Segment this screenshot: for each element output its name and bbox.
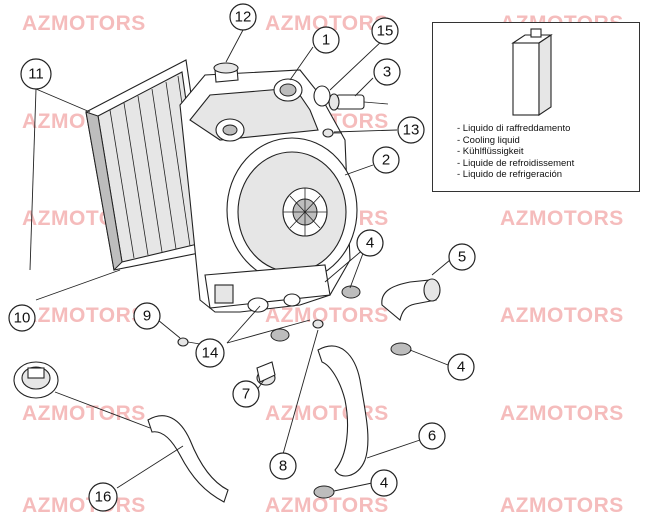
- svg-text:15: 15: [377, 23, 394, 40]
- svg-text:8: 8: [279, 458, 287, 475]
- callout-8: 8: [269, 452, 297, 480]
- svg-text:4: 4: [366, 235, 374, 252]
- callout-5: 5: [448, 243, 476, 271]
- svg-text:4: 4: [380, 475, 388, 492]
- callout-10: 10: [8, 304, 36, 332]
- coolant-bottle-icon: [511, 28, 553, 117]
- svg-text:11: 11: [28, 66, 44, 83]
- callout-15: 15: [371, 17, 399, 45]
- callout-16: 16: [88, 482, 118, 512]
- svg-text:9: 9: [143, 308, 151, 325]
- watermark: AZMOTORS: [500, 494, 624, 517]
- radiator-cap: [13, 361, 59, 399]
- legend-item: - Liquido di raffreddamento: [457, 123, 571, 134]
- watermark: AZMOTORS: [265, 494, 389, 517]
- callout-12: 12: [229, 3, 257, 31]
- svg-text:5: 5: [458, 249, 466, 266]
- callout-4: 4: [447, 353, 475, 381]
- callout-6: 6: [418, 422, 446, 450]
- callout-3: 3: [373, 58, 401, 86]
- legend-item: - Cooling liquid: [457, 134, 520, 146]
- legend-item: - Kühlflüssigkeit: [457, 146, 524, 157]
- watermark: AZMOTORS: [22, 304, 146, 327]
- legend-item: - Liquido de refrigeración: [457, 169, 563, 180]
- callout-1: 1: [312, 26, 340, 54]
- bolt: [312, 319, 324, 329]
- callout-labels: 1 2 3 4 5 4 6 4 7 8 9 10 11 12 13 14 15 …: [8, 3, 476, 512]
- o-ring: [313, 85, 331, 107]
- svg-text:2: 2: [382, 152, 390, 169]
- callout-2: 2: [372, 146, 400, 174]
- thermo-switch: [328, 93, 389, 111]
- svg-text:4: 4: [457, 359, 465, 376]
- hose-6: [317, 345, 369, 477]
- svg-text:13: 13: [403, 122, 420, 139]
- leader-lines: [29, 29, 451, 492]
- watermark: AZMOTORS: [22, 494, 146, 517]
- watermark: AZMOTORS: [22, 402, 146, 425]
- svg-text:6: 6: [428, 428, 436, 445]
- svg-text:14: 14: [202, 345, 219, 362]
- svg-text:3: 3: [383, 64, 391, 81]
- svg-text:10: 10: [14, 310, 31, 327]
- svg-text:12: 12: [235, 9, 252, 26]
- callout-11: 11: [20, 58, 52, 90]
- callout-9: 9: [133, 302, 161, 330]
- hose-clamp: [270, 285, 412, 499]
- callout-14: 14: [195, 338, 225, 368]
- bolt: [177, 337, 201, 347]
- callout-4: 4: [356, 229, 384, 257]
- watermark: AZMOTORS: [500, 207, 624, 230]
- watermark: AZMOTORS: [22, 12, 146, 35]
- callout-13: 13: [397, 116, 425, 144]
- watermark: AZMOTORS: [265, 304, 389, 327]
- callout-4: 4: [370, 469, 398, 497]
- watermark: AZMOTORS: [500, 304, 624, 327]
- legend-item: - Liquide de refroidissement: [457, 157, 575, 169]
- hose-16: [147, 415, 229, 503]
- screw: [322, 128, 342, 138]
- radiator-body: [179, 62, 358, 313]
- svg-text:1: 1: [322, 32, 330, 49]
- spacer: [256, 361, 276, 386]
- watermark: AZMOTORS: [500, 402, 624, 425]
- legend-list: - Liquido di raffreddamento - Cooling li…: [457, 123, 574, 181]
- watermark: AZMOTORS: [265, 12, 389, 35]
- watermark: AZMOTORS: [265, 402, 389, 425]
- callout-7: 7: [232, 380, 260, 408]
- svg-text:16: 16: [95, 489, 112, 506]
- svg-text:7: 7: [242, 386, 250, 403]
- legend-box: - Liquido di raffreddamento - Cooling li…: [432, 22, 640, 192]
